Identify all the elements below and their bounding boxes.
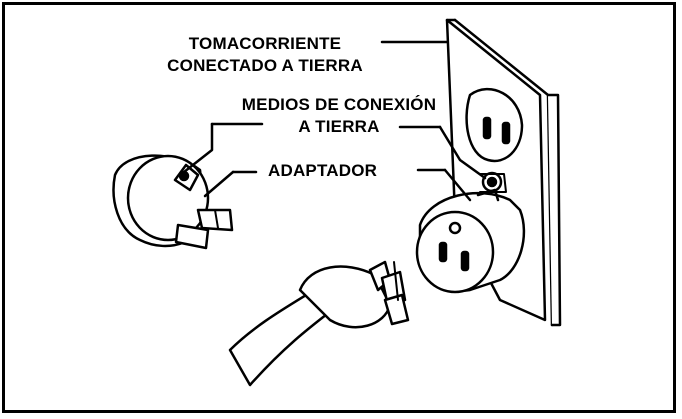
loose-adapter [112, 154, 234, 250]
diagram-frame [2, 2, 676, 413]
label-adapter: ADAPTADOR [268, 161, 378, 180]
adapter-in-outlet [415, 188, 526, 294]
label-grounded-outlet-line-1: TOMACORRIENTE [188, 34, 342, 53]
leader-lines [182, 40, 487, 202]
label-grounded-outlet-line-2: CONECTADO A TIERRA [167, 56, 363, 75]
upper-receptacle [465, 87, 524, 163]
label-grounding-means: MEDIOS DE CONEXIÓN A TIERRA [214, 94, 464, 138]
label-grounded-outlet: TOMACORRIENTE CONECTADO A TIERRA [160, 33, 370, 77]
label-grounding-means-line-1: MEDIOS DE CONEXIÓN [241, 95, 437, 114]
label-grounding-means-line-2: A TIERRA [298, 117, 380, 136]
plug-and-cord [228, 260, 410, 387]
